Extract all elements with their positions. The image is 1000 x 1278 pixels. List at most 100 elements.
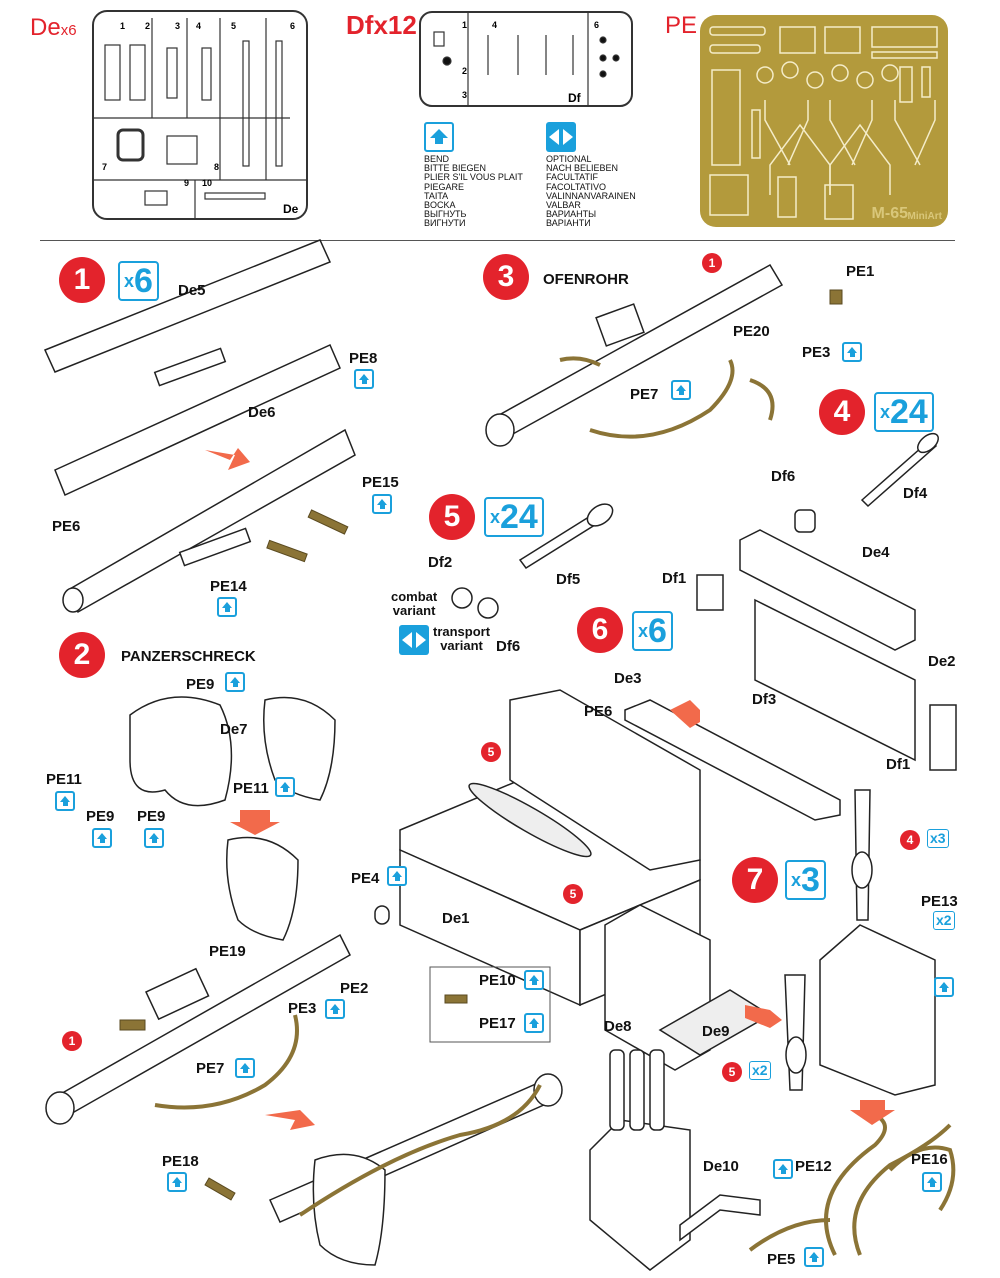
- step-2-badge: 2: [59, 632, 105, 678]
- svg-text:8: 8: [214, 162, 219, 172]
- label-pe20: PE20: [733, 323, 770, 340]
- label-df2: Df2: [428, 554, 453, 571]
- svg-text:Df: Df: [568, 91, 582, 105]
- svg-text:9: 9: [184, 178, 189, 188]
- label-de10: De10: [703, 1158, 739, 1175]
- svg-text:4: 4: [196, 21, 201, 31]
- bend-icon: [235, 1058, 255, 1078]
- svg-text:10: 10: [202, 178, 212, 188]
- label-pe5: PE5: [767, 1251, 796, 1268]
- label-pe12: PE12: [795, 1158, 832, 1175]
- step-4-badge: 4: [819, 389, 865, 435]
- label-pe19: PE19: [209, 943, 246, 960]
- strap-pe7-s2: [154, 1014, 299, 1110]
- step-5-badge: 5: [429, 494, 475, 540]
- svg-text:6: 6: [594, 20, 599, 30]
- label-de7: De7: [220, 721, 248, 738]
- svg-text:De: De: [283, 202, 299, 216]
- sprue-de-title: Dex6: [30, 14, 77, 41]
- bend-icon: [167, 1172, 187, 1192]
- photo-etch-sheet: M-65 MiniArt: [700, 15, 948, 227]
- tube-panzerschreck: [49, 933, 351, 1122]
- bend-icon: [842, 342, 862, 362]
- ref-step-1: 1: [702, 253, 722, 273]
- label-pe1: PE1: [846, 263, 875, 280]
- optional-legend-icon: [546, 122, 576, 152]
- bend-icon: [55, 791, 75, 811]
- label-pe15: PE15: [362, 474, 399, 491]
- bend-icon: [275, 777, 295, 797]
- svg-text:2: 2: [145, 21, 150, 31]
- ref-multiplier: x3: [927, 829, 949, 848]
- section-divider: [40, 240, 955, 241]
- label-pe6: PE6: [52, 518, 81, 535]
- label-de1: De1: [442, 910, 470, 927]
- bend-icon: [922, 1172, 942, 1192]
- svg-text:6: 6: [290, 21, 295, 31]
- label-de4: De4: [862, 544, 890, 561]
- bend-icon: [92, 828, 112, 848]
- ref-step-4: 4: [900, 830, 920, 850]
- pe13-multiplier: x2: [933, 911, 955, 930]
- step-1-multiplier: x6: [118, 261, 159, 301]
- svg-text:7: 7: [102, 162, 107, 172]
- label-de3: De3: [614, 670, 642, 687]
- label-pe11: PE11: [233, 780, 269, 797]
- label-pe14: PE14: [210, 578, 247, 595]
- bend-icon: [524, 970, 544, 990]
- bend-icon: [524, 1013, 544, 1033]
- crate-side-de4: [739, 529, 916, 651]
- label-df3: Df3: [752, 691, 777, 708]
- step-3-title: OFENROHR: [543, 271, 629, 288]
- label-pe7: PE7: [196, 1060, 225, 1077]
- ref-step-5: 5: [722, 1062, 742, 1082]
- rack-de10: [589, 1119, 691, 1271]
- label-pe3: PE3: [802, 344, 831, 361]
- strap-pe16: [888, 1145, 956, 1212]
- bend-legend-icon: [424, 122, 454, 152]
- label-pe9: PE9: [186, 676, 215, 693]
- pe-sheet-brand: MiniArt: [907, 211, 942, 222]
- label-pe18: PE18: [162, 1153, 199, 1170]
- svg-text:5: 5: [231, 21, 236, 31]
- label-pe10: PE10: [479, 972, 516, 989]
- tube-de5: [43, 239, 332, 373]
- ref-step-5: 5: [481, 742, 501, 762]
- svg-text:3: 3: [462, 90, 467, 100]
- label-de6: De6: [248, 404, 276, 421]
- label-pe8: PE8: [349, 350, 378, 367]
- label-pe11: PE11: [46, 771, 82, 788]
- label-df1: Df1: [886, 756, 911, 773]
- ref-step-5: 5: [563, 884, 583, 904]
- label-de5: De5: [178, 282, 206, 299]
- step-7-badge: 7: [732, 857, 778, 903]
- svg-text:2: 2: [462, 66, 467, 76]
- label-pe9: PE9: [137, 808, 166, 825]
- label-pe16: PE16: [911, 1151, 948, 1168]
- ref-step-1: 1: [62, 1031, 82, 1051]
- crate-back: [754, 598, 916, 762]
- strap-pe5: [748, 1218, 831, 1252]
- label-pe13: PE13: [921, 893, 958, 910]
- optional-icon: [399, 625, 429, 655]
- sprue-pe-title: PE: [665, 12, 698, 39]
- label-de8: De8: [604, 1018, 632, 1035]
- label-pe6: PE6: [584, 703, 613, 720]
- label-pe4: PE4: [351, 870, 380, 887]
- tube-de6: [54, 344, 341, 497]
- label-df6: Df6: [496, 638, 521, 655]
- label-df1: Df1: [662, 570, 687, 587]
- svg-text:4: 4: [492, 20, 497, 30]
- strap-pe7-s3: [589, 359, 735, 439]
- strap-pe12: [824, 1113, 887, 1256]
- label-df5: Df5: [556, 571, 581, 588]
- step-3-badge: 3: [483, 254, 529, 300]
- shield-de7-front: [129, 696, 233, 807]
- bend-icon: [354, 369, 374, 389]
